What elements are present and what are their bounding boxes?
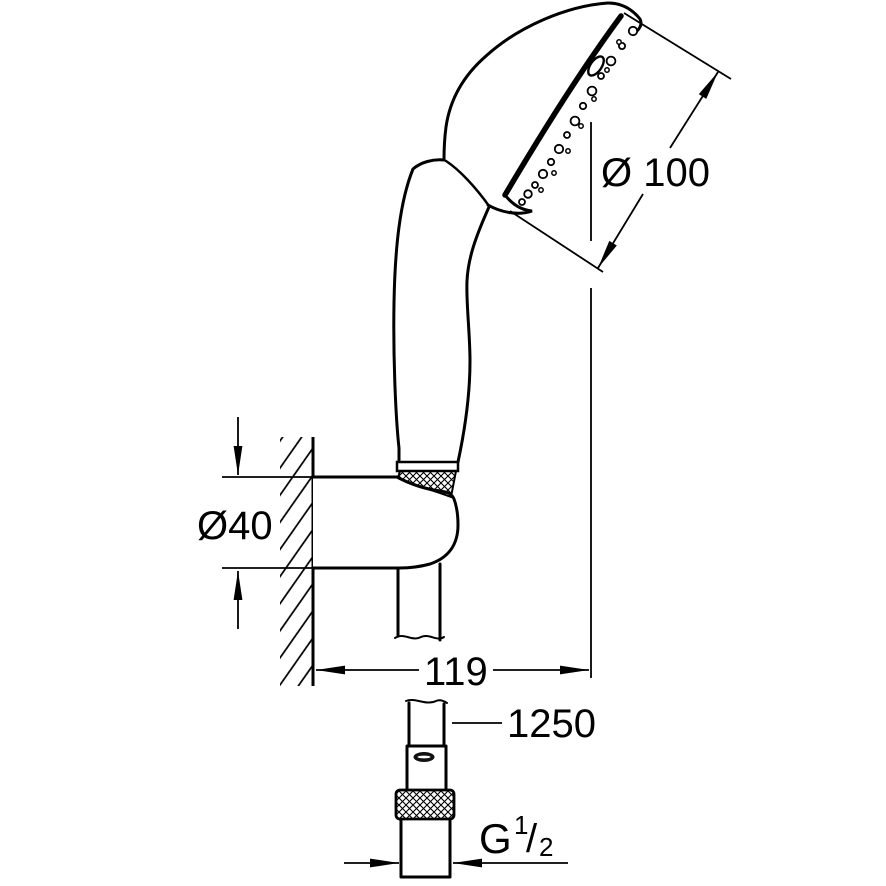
ext-line-head-bottom [509, 210, 604, 273]
handle-right-edge [456, 205, 491, 464]
hose-break-bottom [405, 699, 448, 704]
shower-hose [394, 562, 456, 879]
shower-head [392, 1, 643, 464]
hose-break-top [394, 635, 445, 640]
label-holder-diameter: Ø40 [197, 504, 273, 548]
handle-flange [395, 460, 460, 473]
head-back-outline [392, 1, 610, 464]
head-neck-crease [444, 159, 491, 208]
thread-pipe [399, 817, 452, 879]
dim-head-upper [669, 71, 719, 149]
label-thread-numerator: 1 [514, 810, 528, 840]
dimension-labels: Ø 100 Ø40 119 1250 G 1 / 2 [197, 151, 710, 862]
label-thread-slash: / [526, 817, 538, 861]
knurled-cone [396, 470, 458, 499]
faceplate-logo-oval [587, 55, 605, 77]
head-bottom-tip [486, 193, 533, 215]
nozzle-dots-inner [538, 39, 622, 193]
nozzle-dots [518, 25, 639, 206]
label-hose-length: 1250 [507, 702, 596, 746]
label-thread-g: G [479, 815, 512, 862]
hose-fitting [405, 744, 448, 792]
label-head-diameter: Ø 100 [601, 151, 710, 195]
label-thread-denominator: 2 [539, 832, 553, 862]
dim-head-lower [597, 193, 644, 269]
head-face-edge [502, 13, 624, 198]
fitting-logo-text [417, 755, 431, 759]
head-top-cap [606, 1, 643, 33]
label-wall-distance: 119 [424, 650, 488, 694]
dimension-lines [222, 12, 732, 868]
ext-line-head-top [623, 12, 732, 80]
wall-hatching [280, 437, 313, 686]
knurled-nut-texture [394, 788, 456, 821]
wall-holder [280, 437, 460, 686]
